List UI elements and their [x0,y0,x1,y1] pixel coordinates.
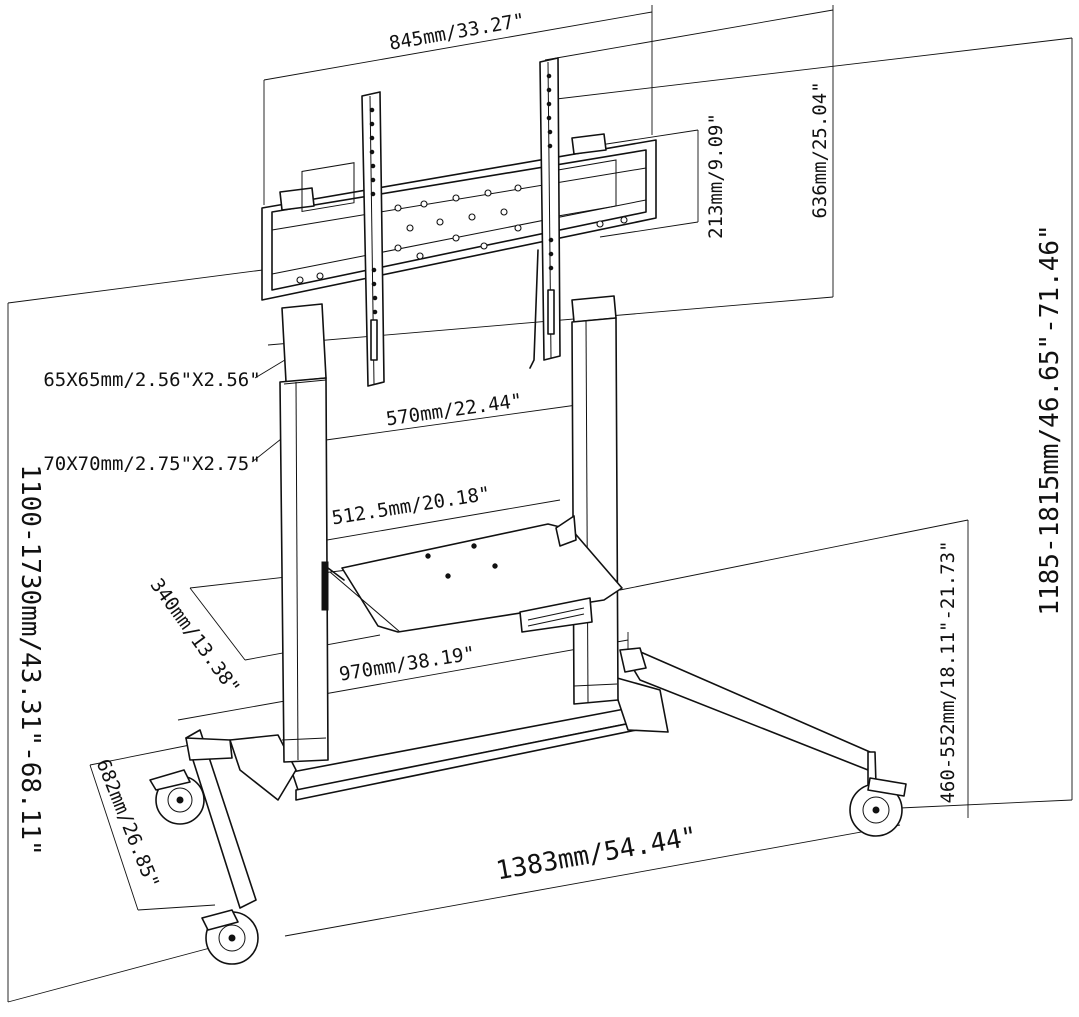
extension-line [89,744,191,766]
overall-width-dim-line [284,824,901,937]
column-spacing-dim-line [325,403,585,441]
shelf-width-dim-line [297,499,561,546]
extension-line [619,519,969,591]
rear-left-caster [149,769,205,825]
right-caster [849,777,907,837]
label-shelf-width: 512.5mm/20.18" [330,483,492,530]
right-tv-arm [529,57,561,369]
caster-brake [149,769,191,791]
label-shelf-depth: 340mm/13.38" [146,574,244,698]
arm-slot [547,289,555,335]
column-edge [585,319,589,703]
left-arm-body [361,91,385,387]
extension-line [7,939,241,1003]
label-upper-column: 65X65mm/2.56"X2.56" [43,369,260,391]
label-mount-width: 845mm/33.27" [387,9,526,55]
cutout [301,162,355,213]
column-joint [573,683,618,687]
left-junction [229,734,297,801]
arm-slot [370,319,378,361]
safety-cord [529,249,539,369]
extension-line [599,221,699,238]
base-cross-beam [291,707,637,791]
right-arm-body [539,57,561,361]
shelf-edge [329,571,401,633]
extension-line [544,9,834,61]
right-lower-column [571,317,619,705]
left-leg-cap [185,737,233,761]
label-base-depth: 682mm/26.85" [92,756,164,892]
base-depth-dim-line [89,764,139,911]
left-front-leg [185,729,257,909]
column-joint [283,379,327,385]
block-line [527,613,585,627]
extension-line [599,129,699,146]
shelf-mount [321,561,329,611]
column-joint [281,737,327,741]
label-shelf-height: 460-552mm/18.11"-21.73" [937,540,959,803]
av-shelf [321,515,623,633]
right-column [571,295,619,705]
left-column [279,303,329,763]
label-mount-center-height: 1100-1730mm/43.31"-68.11" [15,464,45,855]
left-lower-column [279,377,329,763]
shelf-clamp [555,515,577,547]
mount-inner [271,149,647,291]
label-vesa-vertical: 213mm/9.09" [705,113,727,239]
block-line [527,607,585,621]
right-arm-holes [546,73,554,271]
mount-hook [571,133,607,155]
label-mount-height: 636mm/25.04" [809,81,831,218]
extension-line [547,37,1073,101]
mount-hook [279,187,315,211]
shelf-depth-dim-line [189,587,246,661]
dimension-labels: 845mm/33.27" 636mm/25.04" 213mm/9.09" 65… [15,9,1065,891]
label-total-height: 1185-1815mm/46.65"-71.46" [1035,224,1065,615]
base-width-dim-line [177,639,629,721]
right-junction-cap [619,647,647,673]
tv-mount-plate [261,133,657,301]
left-arm-holes [369,107,378,315]
label-column-spacing: 570mm/22.44" [385,390,524,431]
base-frame [185,647,877,909]
right-junction [609,675,669,733]
label-overall-width: 1383mm/54.44" [494,822,700,887]
left-upper-column [281,303,327,383]
column-edge [295,381,299,761]
label-lower-column: 70X70mm/2.75"X2.75" [43,453,260,475]
front-left-caster [201,909,259,965]
extension-line [899,799,1073,809]
left-tv-arm [361,91,385,387]
vesa-holes [296,184,628,284]
extension-line [137,904,216,911]
caster-brake [867,777,907,797]
caster-brake [201,909,239,931]
width-dim-line [263,11,653,81]
